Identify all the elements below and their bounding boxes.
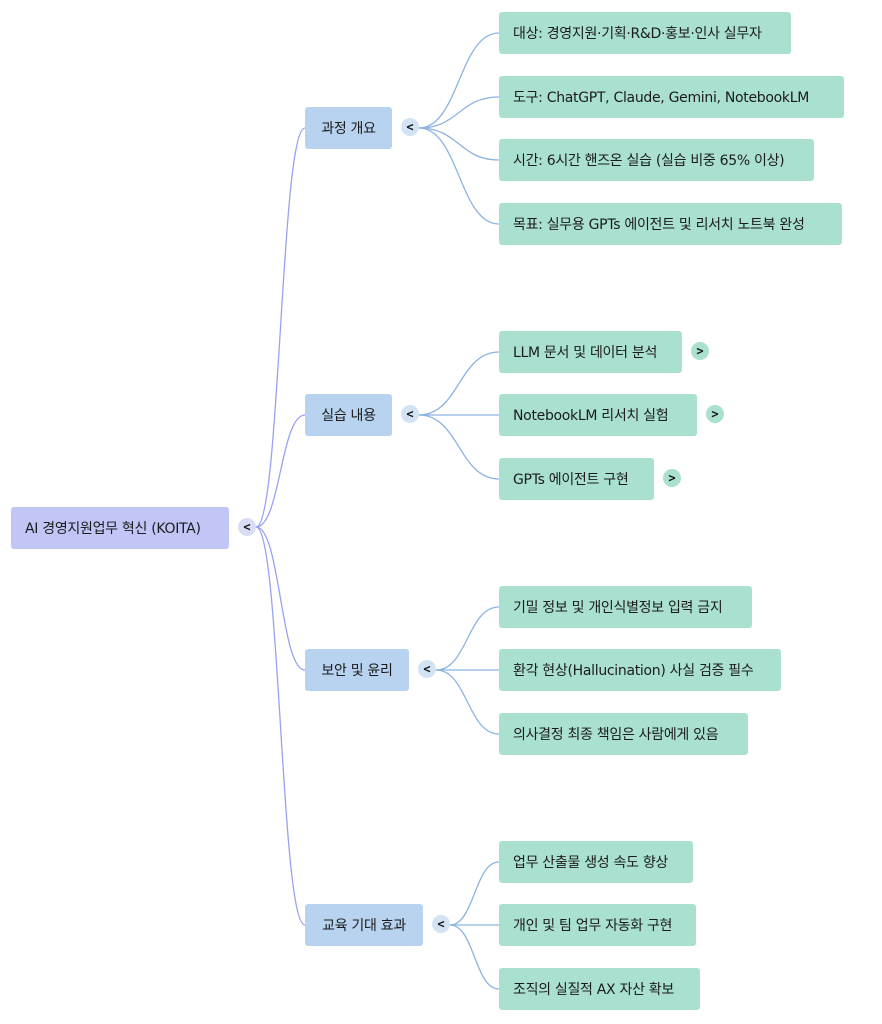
- section-collapse-toggle[interactable]: <: [401, 118, 419, 136]
- section-collapse-toggle[interactable]: <: [432, 915, 450, 933]
- root-collapse-toggle[interactable]: <: [238, 518, 256, 536]
- section-connector: [418, 414, 500, 480]
- leaf-label: 대상: 경영지원·기획·R&D·홍보·인사 실무자: [513, 26, 762, 42]
- section-label: 보안 및 윤리: [321, 663, 393, 679]
- section-connector: [418, 127, 500, 225]
- leaf-node[interactable]: 업무 산출물 생성 속도 향상: [499, 841, 693, 883]
- section-collapse-toggle[interactable]: <: [418, 660, 436, 678]
- section-connector: [435, 669, 500, 735]
- leaf-label: 시간: 6시간 핸즈온 실습 (실습 비중 65% 이상): [513, 153, 785, 169]
- leaf-expand-toggle[interactable]: >: [706, 405, 724, 423]
- leaf-expand-toggle[interactable]: >: [691, 342, 709, 360]
- leaf-node[interactable]: 개인 및 팀 업무 자동화 구현: [499, 904, 696, 946]
- section-label: 교육 기대 효과: [322, 918, 406, 934]
- section-node-expected-outcomes[interactable]: 교육 기대 효과: [305, 904, 423, 946]
- leaf-node[interactable]: 조직의 실질적 AX 자산 확보: [499, 968, 700, 1010]
- leaf-label: GPTs 에이전트 구현: [513, 472, 629, 488]
- section-connector: [418, 96, 500, 129]
- leaf-expand-toggle[interactable]: >: [663, 469, 681, 487]
- section-node-security-ethics[interactable]: 보안 및 윤리: [305, 649, 409, 691]
- section-connector: [418, 351, 500, 416]
- section-connector: [449, 924, 500, 990]
- section-connector: [449, 861, 500, 926]
- leaf-node[interactable]: 기밀 정보 및 개인식별정보 입력 금지: [499, 586, 752, 628]
- leaf-label: 환각 현상(Hallucination) 사실 검증 필수: [513, 663, 754, 679]
- section-label: 과정 개요: [321, 121, 376, 137]
- root-label: AI 경영지원업무 혁신 (KOITA): [25, 521, 201, 537]
- leaf-label: 개인 및 팀 업무 자동화 구현: [513, 918, 673, 934]
- leaf-label: 도구: ChatGPT, Claude, Gemini, NotebookLM: [513, 90, 810, 106]
- leaf-node[interactable]: 환각 현상(Hallucination) 사실 검증 필수: [499, 649, 781, 691]
- section-connector: [435, 606, 500, 671]
- leaf-node[interactable]: 의사결정 최종 책임은 사람에게 있음: [499, 713, 748, 755]
- section-collapse-toggle[interactable]: <: [401, 405, 419, 423]
- section-label: 실습 내용: [321, 408, 376, 424]
- leaf-label: 기밀 정보 및 개인식별정보 입력 금지: [513, 600, 723, 616]
- leaf-node[interactable]: LLM 문서 및 데이터 분석: [499, 331, 682, 373]
- leaf-label: 의사결정 최종 책임은 사람에게 있음: [513, 727, 719, 743]
- leaf-label: NotebookLM 리서치 실험: [513, 408, 669, 424]
- leaf-label: 업무 산출물 생성 속도 향상: [513, 855, 668, 871]
- leaf-label: 조직의 실질적 AX 자산 확보: [513, 982, 674, 998]
- leaf-node[interactable]: GPTs 에이전트 구현: [499, 458, 654, 500]
- section-node-overview[interactable]: 과정 개요: [305, 107, 392, 149]
- root-connector: [255, 414, 306, 528]
- root-connector: [255, 526, 306, 671]
- leaf-node[interactable]: 시간: 6시간 핸즈온 실습 (실습 비중 65% 이상): [499, 139, 814, 181]
- leaf-label: 목표: 실무용 GPTs 에이전트 및 리서치 노트북 완성: [513, 217, 805, 233]
- root-connector: [255, 526, 306, 926]
- section-node-practice[interactable]: 실습 내용: [305, 394, 392, 436]
- section-connector: [418, 127, 500, 161]
- root-node[interactable]: AI 경영지원업무 혁신 (KOITA): [11, 507, 229, 549]
- leaf-node[interactable]: 도구: ChatGPT, Claude, Gemini, NotebookLM: [499, 76, 844, 118]
- leaf-node[interactable]: NotebookLM 리서치 실험: [499, 394, 697, 436]
- section-connector: [418, 32, 500, 129]
- leaf-node[interactable]: 대상: 경영지원·기획·R&D·홍보·인사 실무자: [499, 12, 791, 54]
- root-connector: [255, 127, 306, 528]
- leaf-node[interactable]: 목표: 실무용 GPTs 에이전트 및 리서치 노트북 완성: [499, 203, 842, 245]
- leaf-label: LLM 문서 및 데이터 분석: [513, 345, 658, 361]
